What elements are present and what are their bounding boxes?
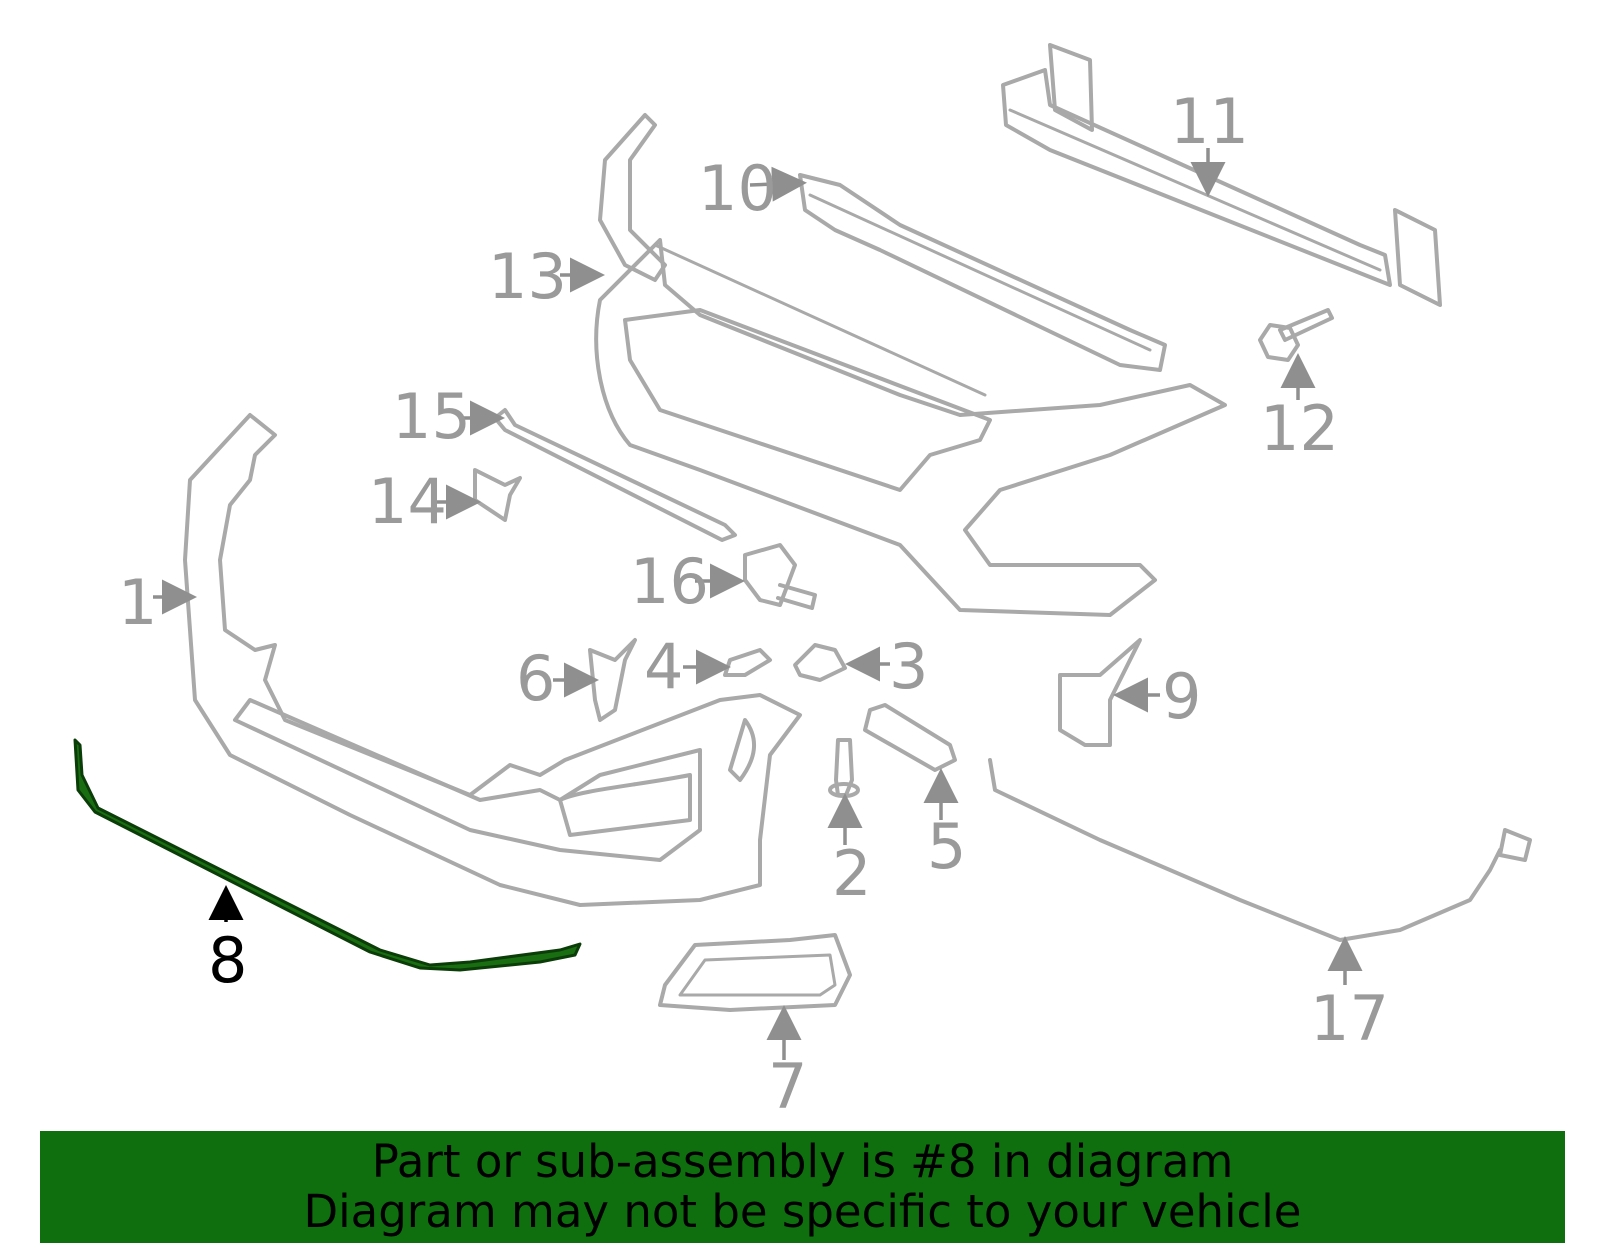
info-banner: Part or sub-assembly is #8 in diagram Di… xyxy=(40,1131,1565,1243)
part-7-fog-lamp-bezel[interactable] xyxy=(658,933,852,1012)
part-10-energy-absorber[interactable] xyxy=(798,173,1167,372)
part-12-bolt[interactable] xyxy=(1258,308,1334,362)
part-14-bracket[interactable] xyxy=(473,468,522,522)
part-1-lower-bumper-cover[interactable] xyxy=(183,413,802,907)
callout-2: 2 xyxy=(832,837,871,910)
callout-1: 1 xyxy=(118,566,157,639)
part-3-clip[interactable] xyxy=(793,643,847,682)
part-17-wiring-harness[interactable] xyxy=(988,758,1532,942)
part-6-bracket[interactable] xyxy=(588,638,637,722)
leader-lines xyxy=(153,148,1363,1060)
callout-7: 7 xyxy=(768,1050,807,1123)
callout-17: 17 xyxy=(1310,982,1389,1055)
callout-5: 5 xyxy=(927,810,966,883)
part-11-reinforcement-beam[interactable] xyxy=(1001,43,1442,307)
callout-14: 14 xyxy=(368,465,447,538)
part-2-screw[interactable] xyxy=(828,738,860,798)
callout-15: 15 xyxy=(392,380,471,453)
callout-6: 6 xyxy=(516,642,555,715)
callout-4: 4 xyxy=(644,630,683,703)
part-13-upper-bumper-cover[interactable] xyxy=(594,113,1227,617)
part-5-bracket[interactable] xyxy=(863,703,957,772)
callout-10: 10 xyxy=(698,152,777,225)
banner-line-2: Diagram may not be specific to your vehi… xyxy=(303,1185,1302,1238)
part-4-clip[interactable] xyxy=(723,648,772,677)
callout-labels: 1 2 3 4 5 6 7 8 9 10 11 12 13 14 15 16 1… xyxy=(118,85,1389,1123)
callout-9: 9 xyxy=(1162,660,1201,733)
banner-line-1: Part or sub-assembly is #8 in diagram xyxy=(371,1135,1234,1188)
callout-8: 8 xyxy=(208,924,247,997)
part-9-bracket[interactable] xyxy=(1058,638,1142,747)
callout-11: 11 xyxy=(1170,85,1249,158)
part-8-lower-molding[interactable] xyxy=(73,738,582,972)
part-15-molding-strip[interactable] xyxy=(493,408,737,542)
callout-13: 13 xyxy=(488,240,567,313)
callout-12: 12 xyxy=(1260,392,1339,465)
part-16-sensor[interactable] xyxy=(743,543,817,610)
callout-3: 3 xyxy=(889,630,928,703)
callout-16: 16 xyxy=(630,545,709,618)
